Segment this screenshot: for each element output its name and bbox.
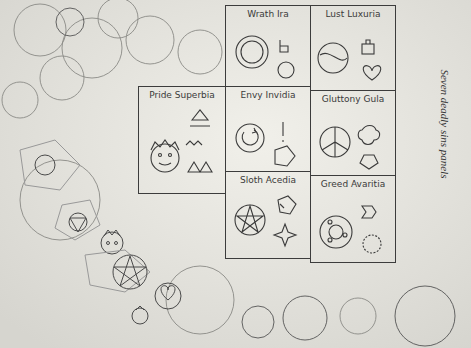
- scribble-circles: [2, 0, 455, 346]
- side-sketches: [20, 140, 181, 324]
- sin-panel: Wrath Ira: [225, 5, 311, 87]
- panel-label: Lust Luxuria: [311, 6, 395, 19]
- panel-label: Pride Superbia: [139, 87, 225, 100]
- sin-panel: Pride Superbia: [138, 86, 226, 194]
- panel-label: Greed Avaritia: [311, 176, 395, 189]
- sin-panel: Lust Luxuria: [310, 5, 396, 91]
- sin-panel: Envy Invidia: [225, 86, 311, 172]
- page-title: Seven deadly sins panels: [439, 39, 451, 209]
- sin-panel: Greed Avaritia: [310, 175, 396, 263]
- panel-label: Gluttony Gula: [311, 91, 395, 104]
- panel-label: Wrath Ira: [226, 6, 310, 19]
- panel-label: Envy Invidia: [226, 87, 310, 100]
- sin-panel: Gluttony Gula: [310, 90, 396, 176]
- panel-symbols: [151, 36, 381, 253]
- panel-label: Sloth Acedia: [226, 172, 310, 185]
- sin-panel: Sloth Acedia: [225, 171, 311, 259]
